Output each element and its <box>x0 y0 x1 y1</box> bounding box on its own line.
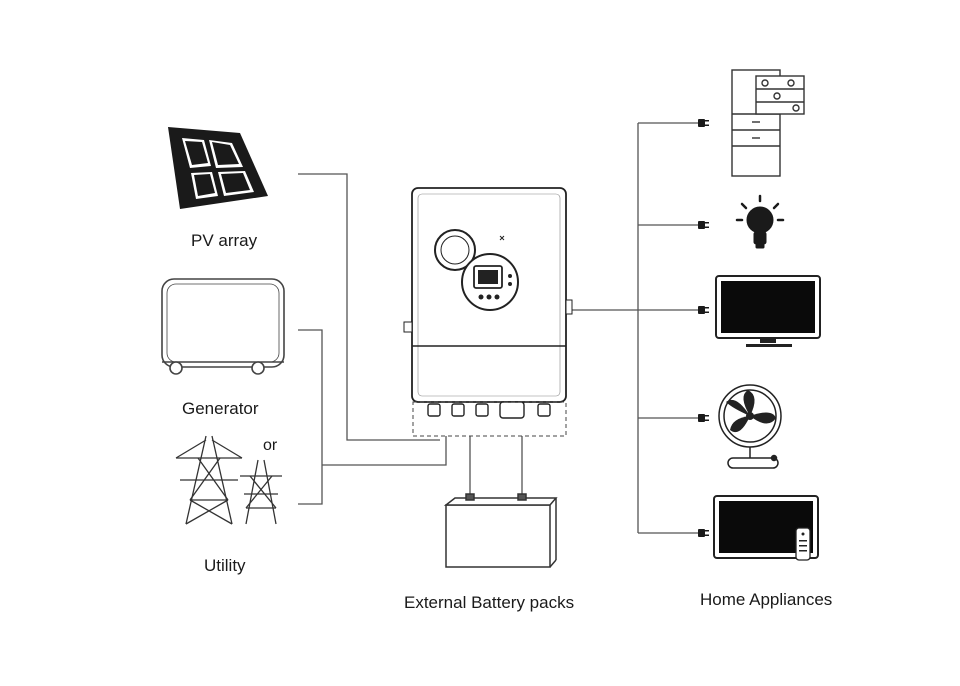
refrigerator-icon <box>731 69 805 177</box>
fan-icon <box>718 384 782 469</box>
utility-label: Utility <box>204 556 246 575</box>
battery-label: External Battery packs <box>404 593 575 612</box>
plug-icon <box>698 119 709 537</box>
battery-icon <box>443 493 558 568</box>
generator-icon <box>161 278 285 375</box>
or-label: or <box>263 437 278 454</box>
light-bulb-icon <box>735 194 785 249</box>
generator-label: Generator <box>182 399 259 418</box>
home-appliances-label: Home Appliances <box>700 590 833 609</box>
television-icon <box>715 275 821 347</box>
tv-with-remote-icon <box>713 495 819 561</box>
utility-line <box>322 436 447 466</box>
connection-lines <box>298 122 700 534</box>
generator-line <box>298 329 323 505</box>
solar-panel-icon <box>168 127 268 209</box>
pv-line <box>298 173 440 441</box>
power-tower-icon <box>175 435 282 525</box>
pv-array-label: PV array <box>191 231 258 250</box>
hybrid-inverter-icon <box>403 187 573 437</box>
